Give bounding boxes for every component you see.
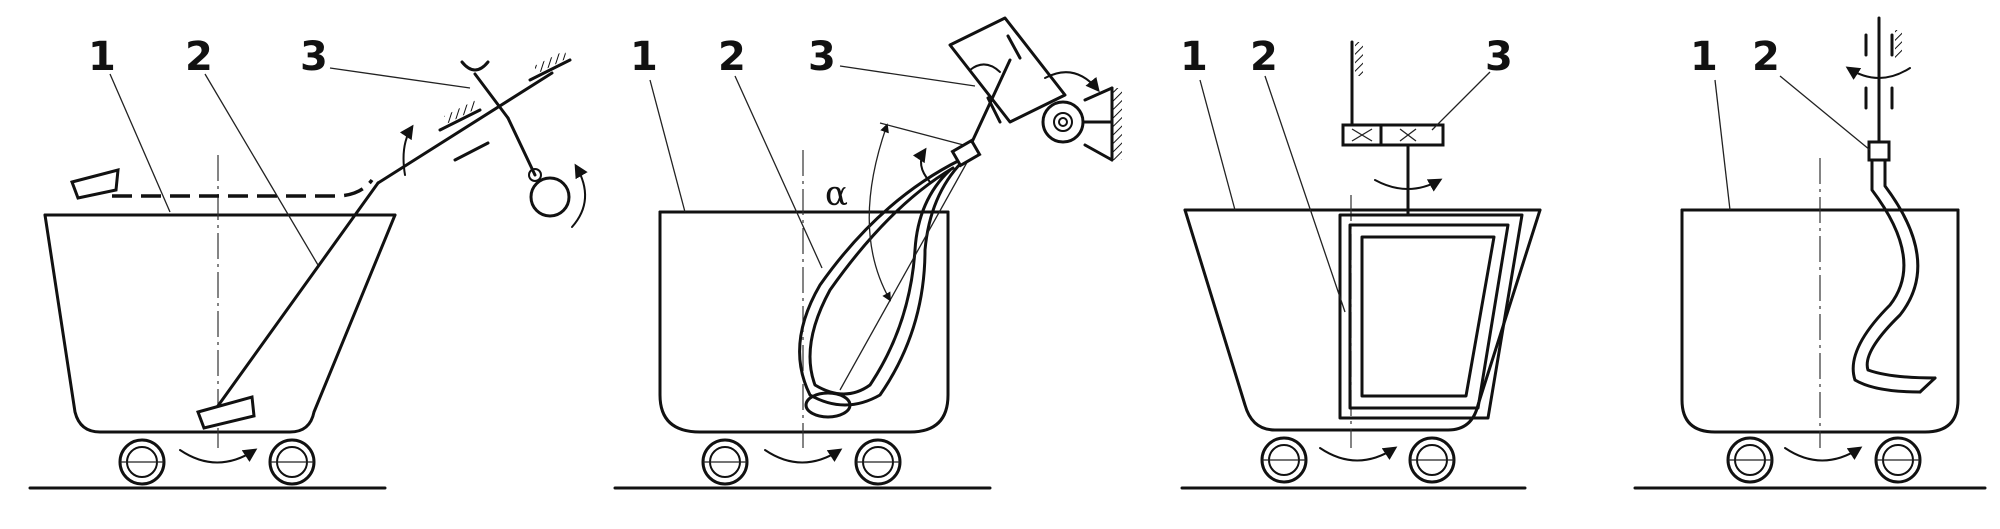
lever-swing-arrow [399,124,414,176]
angle-alpha-label: α [825,174,848,214]
leader-line-1 [109,73,171,213]
gear-pair [1341,123,1445,147]
angle-arc [868,123,891,302]
gearbox-housing [948,16,1067,124]
blade-upper-position [70,168,120,200]
guide-bearing-right [528,50,572,82]
fixed-support [1355,42,1363,76]
bowl-wheel-left [1260,436,1308,484]
guide-bearing-lower [453,141,490,162]
connecting-rod [506,116,537,177]
frame-kneading-arm-inner [1360,235,1496,398]
arm-rotation-arrow [912,147,931,183]
bowl-rotation-arrow [1784,446,1863,462]
label-3: 3 [300,34,328,80]
leader-line-3 [1431,71,1491,131]
pivot-rod [473,72,510,120]
lever-upper-position-path [112,178,374,198]
bowl-wheel-left [1726,436,1774,484]
drive-crank [528,168,571,218]
bevel-gear-1 [969,63,1001,73]
label-2: 2 [1250,34,1278,80]
bowl-rotation-arrow [764,448,843,464]
drive-motor [1041,86,1122,162]
label-1: 1 [1690,34,1718,80]
pivot-fork [460,60,490,72]
bowl-rotation-arrow [179,448,258,464]
spiral-hook-outer [1865,158,1937,380]
figure-d: 1 2 [1633,16,1987,490]
leader-line-2 [1779,75,1871,151]
frame-kneading-arm-mid [1348,223,1510,410]
guide-bearing-left [438,100,482,132]
kneading-bowl [1183,208,1542,432]
frame-kneading-arm [1338,213,1524,420]
lever-arm [213,181,380,412]
loop-kneading-arm [798,158,964,407]
label-1: 1 [88,34,116,80]
leader-line-1 [1199,79,1236,211]
leader-line-3 [839,65,976,87]
figure-a: 1 2 3 [28,34,588,490]
bowl-wheel-right [1874,436,1922,484]
spiral-hook [1851,158,1922,394]
bowl-wheel-left [701,438,749,486]
fixed-support [1895,30,1902,58]
angle-reference-line [879,122,976,149]
label-3: 3 [1485,34,1513,80]
label-2: 2 [1752,34,1780,80]
label-3: 3 [808,34,836,80]
bowl-wheel-right [1408,436,1456,484]
bowl-wheel-right [854,438,902,486]
kneading-bowl [43,213,397,434]
label-2: 2 [185,34,213,80]
motor-rotation-arrow [1044,71,1100,93]
leader-line-1 [1714,79,1731,211]
label-2: 2 [718,34,746,80]
shaft-coupling [950,138,982,168]
bowl-wheel-left [118,438,166,486]
leader-line-2 [204,73,319,266]
crank-rotation-arrow [571,163,588,228]
label-1: 1 [630,34,658,80]
leader-line-1 [649,79,686,213]
label-1: 1 [1180,34,1208,80]
gear-bearing-1 [986,96,1002,124]
loop-end [804,391,852,419]
arm-rotation-arrow [1374,178,1443,192]
hook-rotation-arrow [1845,66,1911,80]
kneading-bowl [658,210,950,434]
leader-line-3 [329,67,471,89]
bowl-rotation-arrow [1319,446,1398,462]
lever-upper-link [376,71,554,185]
gear-bearing-2 [1006,34,1022,60]
leader-line-2 [734,75,823,269]
bowl-wheel-right [268,438,316,486]
figure-b: α 1 2 3 [613,16,1122,490]
leader-line-2 [1264,75,1346,313]
tilted-shaft-axis [839,147,976,391]
kneading-blade [196,395,256,430]
hook-tip [1918,376,1937,394]
shaft-coupling [1867,140,1891,162]
figure-c: 1 2 3 [1180,34,1542,490]
